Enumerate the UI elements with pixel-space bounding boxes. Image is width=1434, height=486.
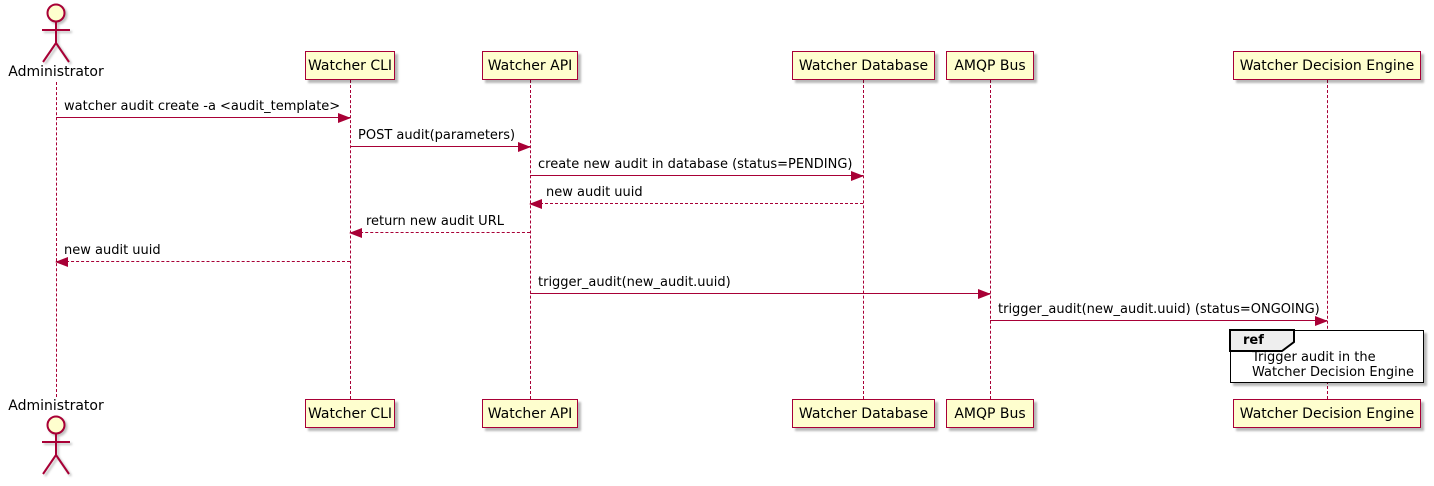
actor-icon <box>42 3 70 63</box>
participant-amqp-bus-top: AMQP Bus <box>946 51 1034 80</box>
participant-watcher-database-bottom: Watcher Database <box>792 399 935 428</box>
participant-watcher-decision-engine-bottom: Watcher Decision Engine <box>1233 399 1421 428</box>
message-line <box>56 117 350 118</box>
message-label: POST audit(parameters) <box>358 128 516 143</box>
message-4: new audit uuid <box>529 185 863 209</box>
arrowhead-right-icon <box>1315 315 1328 326</box>
message-3: create new audit in database (status=PEN… <box>530 157 864 181</box>
participant-watcher-cli-bottom: Watcher CLI <box>305 399 395 428</box>
message-1: watcher audit create -a <audit_template> <box>56 99 351 123</box>
message-line <box>530 203 863 204</box>
actor-label-bottom: Administrator <box>8 398 104 414</box>
arrowhead-left-icon <box>55 256 68 267</box>
participant-watcher-api-top: Watcher API <box>482 51 578 80</box>
arrowhead-left-icon <box>349 227 362 238</box>
ref-keyword: ref <box>1243 333 1264 348</box>
message-label: watcher audit create -a <audit_template> <box>64 99 341 114</box>
actor-icon <box>42 415 70 475</box>
message-line <box>530 293 990 294</box>
lifeline-administrator <box>55 82 57 397</box>
message-label: return new audit URL <box>366 214 504 229</box>
message-label: create new audit in database (status=PEN… <box>538 157 853 172</box>
participant-amqp-bus-bottom: AMQP Bus <box>946 399 1034 428</box>
ref-body-line: Trigger audit in the <box>1252 350 1376 365</box>
participant-watcher-database-top: Watcher Database <box>792 51 935 80</box>
message-label: trigger_audit(new_audit.uuid) <box>538 275 731 290</box>
arrowhead-right-icon <box>518 141 531 152</box>
message-2: POST audit(parameters) <box>350 128 531 152</box>
message-8: trigger_audit(new_audit.uuid) (status=ON… <box>990 302 1328 326</box>
ref-body: Trigger audit in the Watcher Decision En… <box>1252 350 1414 380</box>
message-label: new audit uuid <box>64 243 161 258</box>
ref-tab <box>1229 329 1296 353</box>
message-6: new audit uuid <box>55 243 350 267</box>
message-line <box>56 261 350 262</box>
ref-body-line: Watcher Decision Engine <box>1252 365 1414 380</box>
arrowhead-right-icon <box>978 288 991 299</box>
lifeline-watcher-api <box>529 80 531 399</box>
lifeline-watcher-database <box>862 80 864 399</box>
message-label: new audit uuid <box>546 185 643 200</box>
message-7: trigger_audit(new_audit.uuid) <box>530 275 991 299</box>
participant-watcher-decision-engine-top: Watcher Decision Engine <box>1233 51 1421 80</box>
participant-watcher-cli-top: Watcher CLI <box>305 51 395 80</box>
message-line <box>530 175 863 176</box>
ref-fragment: ref Trigger audit in the Watcher Decisio… <box>1229 329 1424 383</box>
message-line <box>350 232 530 233</box>
message-label: trigger_audit(new_audit.uuid) (status=ON… <box>998 302 1320 317</box>
arrowhead-right-icon <box>338 112 351 123</box>
lifeline-watcher-decision-engine <box>1326 80 1328 399</box>
actor-label-top: Administrator <box>8 64 104 80</box>
lifeline-watcher-cli <box>349 80 351 399</box>
message-line <box>990 320 1327 321</box>
participant-watcher-api-bottom: Watcher API <box>482 399 578 428</box>
message-5: return new audit URL <box>349 214 530 238</box>
arrowhead-right-icon <box>851 170 864 181</box>
message-line <box>350 146 530 147</box>
lifeline-amqp-bus <box>989 80 991 399</box>
arrowhead-left-icon <box>529 198 542 209</box>
